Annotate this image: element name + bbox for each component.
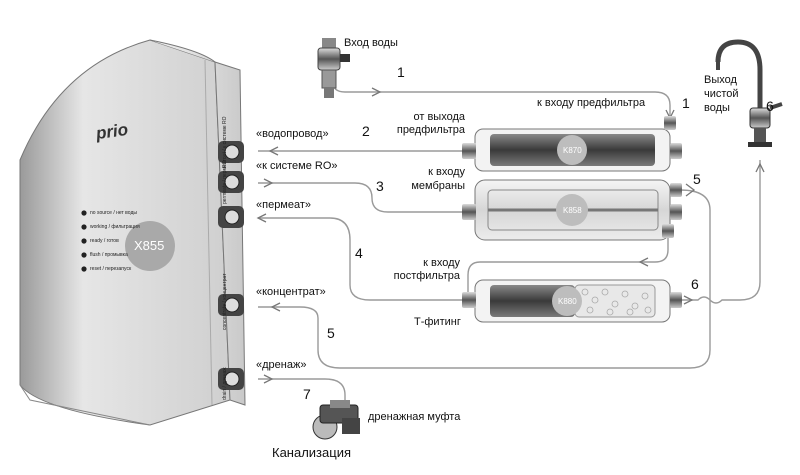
- flow-arrows: [256, 87, 765, 384]
- faucet-icon: [715, 39, 783, 147]
- port-label-ro: «к системе RO»: [256, 160, 338, 172]
- prefilter-label: K870: [563, 146, 582, 155]
- port-label-supply: «водопровод»: [256, 128, 329, 140]
- led-label: reset / перезапуск: [90, 266, 132, 272]
- port-side-label: permeate / пермеат: [222, 159, 228, 204]
- port-label-permeate: «пермеат»: [256, 199, 312, 211]
- line-number: 1: [682, 95, 690, 111]
- drain-clamp-icon: [312, 400, 360, 440]
- from-prefilter-label: от выхода: [413, 111, 465, 123]
- membrane-label: K858: [563, 206, 582, 215]
- clean-water-label-2: чистой: [704, 88, 739, 100]
- to-membrane-label-2: мембраны: [411, 180, 465, 192]
- membrane-k858: [462, 179, 682, 241]
- from-prefilter-label-2: предфильтра: [396, 124, 465, 136]
- port-label-concentrate: «концентрат»: [256, 286, 326, 298]
- line-number: 4: [355, 245, 363, 261]
- port-side-label: concentrate / концентрат: [222, 273, 228, 330]
- led-label: ready / готов: [90, 238, 119, 244]
- line-number: 3: [376, 178, 384, 194]
- line-number: 7: [303, 386, 311, 402]
- postfilter-label: K880: [558, 297, 577, 306]
- line-number: 6: [766, 98, 774, 114]
- t-fitting-label: Т-фитинг: [414, 316, 461, 328]
- to-postfilter-label: к входу: [423, 257, 460, 269]
- prefilter-k870: [462, 116, 682, 172]
- inlet-valve-icon: [317, 38, 350, 98]
- model-badge: [125, 221, 175, 271]
- line-number: 5: [693, 171, 701, 187]
- main-unit: [19, 39, 246, 426]
- led-label: no source / нет воды: [90, 210, 137, 216]
- sewer-label: Канализация: [272, 445, 351, 460]
- port-label-drain: «дренаж»: [256, 359, 307, 371]
- water-inlet-label: Вход воды: [344, 37, 398, 49]
- line-number: 2: [362, 123, 370, 139]
- drain-clamp-label: дренажная муфта: [368, 411, 461, 423]
- unit-model-label: X855: [134, 238, 165, 253]
- clean-water-label: Выход: [704, 74, 737, 86]
- to-membrane-label: к входу: [428, 166, 465, 178]
- led-label: flush / промывка: [90, 252, 128, 258]
- port-side-label: drain / дренаж: [222, 367, 228, 400]
- line-number: 1: [397, 64, 405, 80]
- clean-water-label-3: воды: [704, 102, 730, 114]
- led-label: working / фильтрация: [90, 224, 140, 230]
- to-prefilter-label: к входу предфильтра: [537, 97, 646, 109]
- unit-ports: [218, 141, 244, 390]
- postfilter-k880: [462, 279, 682, 323]
- line-number: 5: [327, 325, 335, 341]
- line-number: 6: [691, 276, 699, 292]
- to-postfilter-label-2: постфильтра: [393, 270, 460, 282]
